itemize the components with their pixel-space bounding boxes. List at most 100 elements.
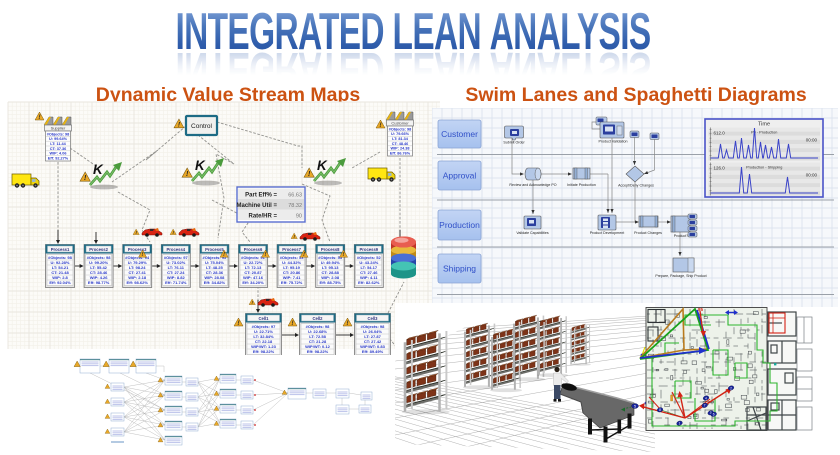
svg-text:!: ! xyxy=(142,252,144,258)
svg-text:Eff: 98.22%: Eff: 98.22% xyxy=(253,349,275,354)
svg-text:Approval: Approval xyxy=(443,171,477,181)
svg-text:K: K xyxy=(195,158,206,173)
svg-text:78.32: 78.32 xyxy=(288,203,302,209)
svg-text:Eff: 34.82%: Eff: 34.82% xyxy=(204,280,226,285)
svg-text:WIP: 2.18: WIP: 2.18 xyxy=(128,275,147,280)
svg-text:Validate Capabilities: Validate Capabilities xyxy=(516,231,548,235)
svg-text:5: 5 xyxy=(634,405,636,409)
svg-text:!: ! xyxy=(292,321,294,327)
svg-text:Product Changes: Product Changes xyxy=(634,231,662,235)
svg-text:WIP: 24.38: WIP: 24.38 xyxy=(391,147,410,151)
svg-text:Eff: 86.76%: Eff: 86.76% xyxy=(390,152,411,156)
svg-text:Customer: Customer xyxy=(391,121,409,126)
svg-text:Process8: Process8 xyxy=(321,247,340,252)
svg-text:LT: 27.87: LT: 27.87 xyxy=(364,334,381,339)
svg-text:CT: 48.46: CT: 48.46 xyxy=(392,142,408,146)
svg-text:Production - Shipping: Production - Shipping xyxy=(746,166,782,170)
svg-text:3: 3 xyxy=(710,411,712,415)
svg-text:Cell2: Cell2 xyxy=(312,316,323,321)
svg-text:!: ! xyxy=(39,115,41,121)
svg-text:U: 99.20%: U: 99.20% xyxy=(89,260,108,265)
svg-text:Review and Acknowledge PO: Review and Acknowledge PO xyxy=(509,183,556,187)
svg-text:LT: 54.17: LT: 54.17 xyxy=(360,265,377,270)
svg-text:Cell1: Cell1 xyxy=(258,316,269,321)
svg-text:!: ! xyxy=(186,171,189,178)
svg-text:Eff: 34.20%: Eff: 34.20% xyxy=(242,280,264,285)
svg-text:#Objects: 53: #Objects: 53 xyxy=(318,255,343,260)
svg-text:U: 26.04%: U: 26.04% xyxy=(363,329,382,334)
svg-text:LT: 95.13: LT: 95.13 xyxy=(322,265,339,270)
svg-text:#Objects: 98: #Objects: 98 xyxy=(87,255,112,260)
svg-text:CT: 27.42: CT: 27.42 xyxy=(364,339,382,344)
svg-text:CT: 27.41: CT: 27.41 xyxy=(129,270,147,275)
svg-text:Eff: 98.77%: Eff: 98.77% xyxy=(88,280,110,285)
svg-text:!: ! xyxy=(380,123,382,129)
svg-text:Cell3: Cell3 xyxy=(367,316,378,321)
svg-text:Eff: 92.27%: Eff: 92.27% xyxy=(48,157,69,161)
svg-text:1: 1 xyxy=(679,422,681,426)
svg-text:Process1: Process1 xyxy=(51,247,70,252)
svg-text:Rate/HR =: Rate/HR = xyxy=(248,214,277,220)
svg-text:U: 99.64%: U: 99.64% xyxy=(49,137,68,141)
svg-text:#Objects: 97: #Objects: 97 xyxy=(252,324,277,329)
svg-text:Production: Production xyxy=(439,220,480,230)
svg-text:!: ! xyxy=(223,252,225,258)
svg-text:LT: 76.11: LT: 76.11 xyxy=(168,265,185,270)
svg-text:66.63: 66.63 xyxy=(288,193,302,199)
svg-text:!: ! xyxy=(303,252,305,258)
svg-text:!: ! xyxy=(308,171,311,178)
svg-text:CT: 20.86: CT: 20.86 xyxy=(283,270,301,275)
svg-text:612.0: 612.0 xyxy=(714,131,726,136)
svg-text:K: K xyxy=(93,162,104,177)
svg-text:85: 85 xyxy=(698,307,704,312)
svg-text:WIP: 8.82: WIP: 8.82 xyxy=(167,275,186,280)
svg-text:00:00: 00:00 xyxy=(806,173,818,178)
svg-text:!: ! xyxy=(347,321,349,327)
svg-text:U: 22.71%: U: 22.71% xyxy=(254,329,273,334)
svg-text:Process3: Process3 xyxy=(128,247,147,252)
svg-text:Process9: Process9 xyxy=(359,247,378,252)
svg-text:Product?: Product? xyxy=(674,234,688,238)
svg-text:U: 92.28%: U: 92.28% xyxy=(51,260,70,265)
svg-text:Process6: Process6 xyxy=(244,247,263,252)
svg-text:CT: 22.18: CT: 22.18 xyxy=(255,339,273,344)
svg-text:P0 - Production: P0 - Production xyxy=(751,131,777,135)
svg-text:Eff: 88.75%: Eff: 88.75% xyxy=(320,280,342,285)
svg-text:#Objects: 98: #Objects: 98 xyxy=(47,132,70,136)
svg-text:LT: 72.13: LT: 72.13 xyxy=(245,265,262,270)
svg-text:CT: 21.48: CT: 21.48 xyxy=(51,270,69,275)
svg-text:!: ! xyxy=(265,252,267,258)
svg-text:Part Eff% =: Part Eff% = xyxy=(245,193,277,199)
svg-text:WIP: 7.41: WIP: 7.41 xyxy=(283,275,302,280)
svg-text:#Objects: 53: #Objects: 53 xyxy=(280,255,305,260)
svg-text:Process2: Process2 xyxy=(89,247,108,252)
svg-text:Initiate Production: Initiate Production xyxy=(567,183,596,187)
svg-text:!: ! xyxy=(172,230,174,235)
svg-text:U: 79.66%: U: 79.66% xyxy=(391,132,410,136)
svg-text:CT: 28.46: CT: 28.46 xyxy=(90,270,108,275)
svg-text:CT: 28.88: CT: 28.88 xyxy=(322,270,340,275)
svg-text:WIP: 4.11: WIP: 4.11 xyxy=(360,275,378,280)
svg-text:4: 4 xyxy=(705,396,707,400)
svg-text:Process7: Process7 xyxy=(282,247,301,252)
svg-text:#Objects: 98: #Objects: 98 xyxy=(361,324,386,329)
svg-text:CT: 21.28: CT: 21.28 xyxy=(309,339,327,344)
svg-text:Supplier: Supplier xyxy=(51,126,66,131)
svg-text:U: 43.24%: U: 43.24% xyxy=(359,260,378,265)
svg-text:90: 90 xyxy=(296,214,302,220)
svg-text:Eff: 89.49%: Eff: 89.49% xyxy=(362,349,384,354)
svg-text:#Objects: 98: #Objects: 98 xyxy=(389,127,412,131)
svg-text:Prepare, Package, Ship Product: Prepare, Package, Ship Product xyxy=(655,274,706,278)
svg-text:CT: 28.36: CT: 28.36 xyxy=(206,270,224,275)
svg-text:WIP/WT: 1.23: WIP/WT: 1.23 xyxy=(251,344,276,349)
svg-text:LT: 81.34: LT: 81.34 xyxy=(392,137,409,141)
svg-text:#Objects: 98: #Objects: 98 xyxy=(48,255,73,260)
svg-text:WIP: 47.16: WIP: 47.16 xyxy=(243,275,264,280)
svg-text:U: 73.02%: U: 73.02% xyxy=(166,260,185,265)
svg-text:LT: 54.21: LT: 54.21 xyxy=(52,265,69,270)
svg-text:Eff: 98.62%: Eff: 98.62% xyxy=(127,280,149,285)
svg-text:Accept/Deny Changes: Accept/Deny Changes xyxy=(618,184,654,188)
svg-text:Control: Control xyxy=(191,123,213,130)
svg-text:#Objects: 91: #Objects: 91 xyxy=(241,255,266,260)
svg-text:LT: 48.25: LT: 48.25 xyxy=(206,265,223,270)
